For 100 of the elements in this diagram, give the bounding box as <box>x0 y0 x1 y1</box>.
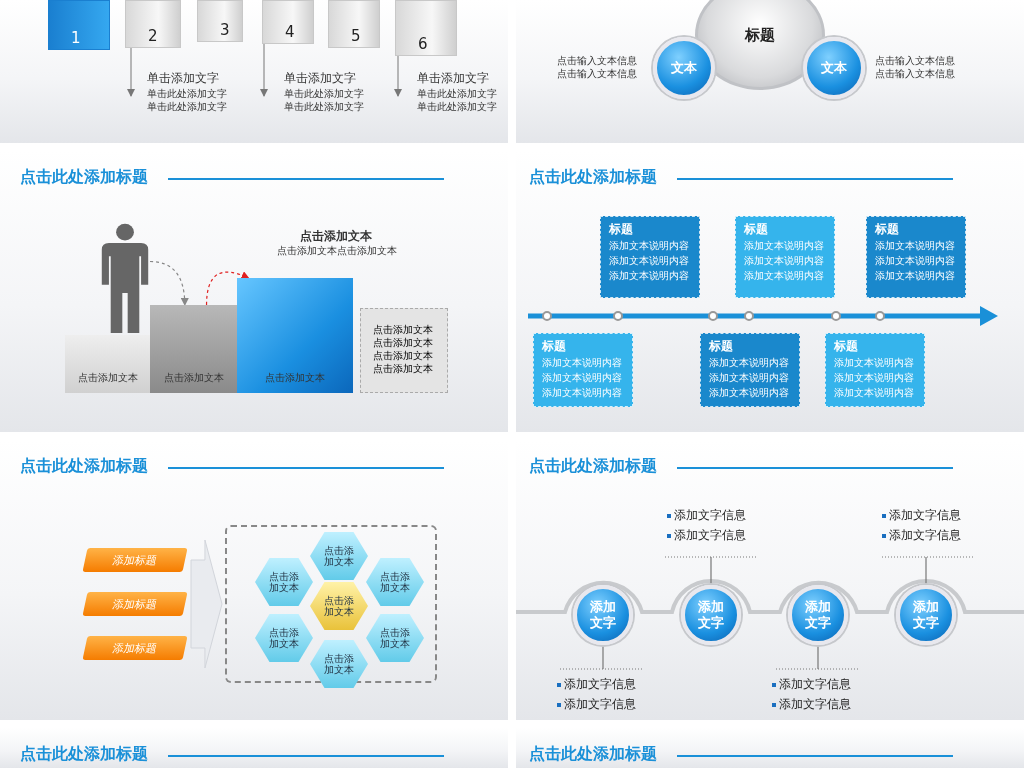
panel-text: 点击添加文本 <box>373 362 434 375</box>
leader-line <box>602 644 604 670</box>
caption-text: 单击此处添加文字 <box>284 101 364 113</box>
text-subheading: 点击添加文本点击添加文本 <box>277 245 397 257</box>
caption-text: 单击此处添加文字 <box>147 101 227 113</box>
card-text: 添加文本说明内容 <box>744 254 825 268</box>
panel-text: 点击添加文本 <box>373 336 434 349</box>
banner-label: 添加标题 <box>111 596 159 612</box>
caption-text: 单击此处添加文字 <box>147 88 227 100</box>
card-text: 添加文本说明内容 <box>834 356 915 370</box>
bullet-text: 添加文字信息 <box>772 696 851 713</box>
banner-label: 添加标题 <box>111 552 159 568</box>
card-text: 添加文本说明内容 <box>709 356 790 370</box>
slide-title: 点击此处添加标题 <box>20 744 148 765</box>
bullet-text: 添加文字信息 <box>882 527 961 544</box>
pointer-arrow <box>394 55 402 97</box>
caption-text: 单击此处添加文字 <box>417 101 497 113</box>
block-arrow <box>190 539 223 669</box>
pointer-arrow <box>260 43 268 97</box>
cube-number: 4 <box>285 23 295 41</box>
cube-block <box>262 0 314 44</box>
leader-line <box>817 644 819 670</box>
card-text: 添加文本说明内容 <box>709 371 790 385</box>
card-text: 添加文本说明内容 <box>609 269 690 283</box>
hexagon-label: 点击添加文本 <box>268 571 300 593</box>
circle-label: 添加文字 <box>912 599 940 631</box>
bullet-text: 添加文字信息 <box>882 507 961 524</box>
info-text: 点击输入文本信息 <box>875 68 955 80</box>
card-heading: 标题 <box>834 338 859 355</box>
circle-title: 标题 <box>745 26 775 45</box>
leader-line <box>710 556 712 586</box>
person-icon <box>100 223 150 333</box>
card-text: 添加文本说明内容 <box>609 239 690 253</box>
card-heading: 标题 <box>744 221 769 238</box>
card-text: 添加文本说明内容 <box>542 356 623 370</box>
hexagon-label: 点击添加文本 <box>323 595 355 617</box>
cube-block <box>48 0 110 50</box>
step-label: 点击添加文本 <box>77 371 138 385</box>
caption-heading: 单击添加文字 <box>147 72 219 84</box>
info-text: 点击输入文本信息 <box>556 55 637 67</box>
arrow <box>149 260 189 306</box>
step-block <box>65 335 150 393</box>
circle-label: 添加文字 <box>589 599 617 631</box>
circle-label: 添加文字 <box>697 599 725 631</box>
info-text: 点击输入文本信息 <box>875 55 955 67</box>
caption-text: 单击此处添加文字 <box>284 88 364 100</box>
card-text: 添加文本说明内容 <box>709 386 790 400</box>
slide-title: 点击此处添加标题 <box>529 744 657 765</box>
hexagon-label: 点击添加文本 <box>379 571 411 593</box>
title-card <box>735 216 835 298</box>
bullet-text: 添加文字信息 <box>667 507 746 524</box>
text-heading: 点击添加文本 <box>300 230 372 242</box>
bullet-text: 添加文字信息 <box>667 527 746 544</box>
banner <box>82 592 188 616</box>
card-heading: 标题 <box>542 338 567 355</box>
leader-line <box>925 556 927 586</box>
card-text: 添加文本说明内容 <box>744 239 825 253</box>
card-text: 添加文本说明内容 <box>875 239 956 253</box>
step-block <box>237 278 353 393</box>
cube-number: 2 <box>148 27 158 45</box>
slide-title: 点击此处添加标题 <box>20 167 148 188</box>
card-heading: 标题 <box>875 221 900 238</box>
card-heading: 标题 <box>609 221 634 238</box>
panel-text: 点击添加文本 <box>373 323 434 336</box>
cube-number: 1 <box>71 29 81 47</box>
title-card <box>533 333 633 407</box>
text-panel <box>360 308 448 393</box>
card-text: 添加文本说明内容 <box>542 371 623 385</box>
step-label: 点击添加文本 <box>265 371 325 385</box>
banner <box>82 636 188 660</box>
caption-text: 单击此处添加文字 <box>417 88 497 100</box>
title-card <box>866 216 966 298</box>
pointer-arrow <box>127 47 135 97</box>
card-text: 添加文本说明内容 <box>609 254 690 268</box>
banner-label: 添加标题 <box>111 640 159 656</box>
card-text: 添加文本说明内容 <box>834 386 915 400</box>
title-card <box>700 333 800 407</box>
card-text: 添加文本说明内容 <box>834 371 915 385</box>
hexagon-label: 点击添加文本 <box>323 653 355 675</box>
slide-title: 点击此处添加标题 <box>20 456 148 477</box>
hexagon-label: 点击添加文本 <box>268 627 300 649</box>
title-card <box>600 216 700 298</box>
caption-heading: 单击添加文字 <box>284 72 356 84</box>
cube-block <box>197 0 243 42</box>
card-text: 添加文本说明内容 <box>744 269 825 283</box>
card-text: 添加文本说明内容 <box>542 386 623 400</box>
circle-label: 添加文字 <box>804 599 832 631</box>
card-text: 添加文本说明内容 <box>875 269 956 283</box>
cube-block <box>395 0 457 56</box>
cube-block <box>328 0 380 48</box>
cube-number: 6 <box>418 35 428 53</box>
slide-title: 点击此处添加标题 <box>529 167 657 188</box>
slide-title: 点击此处添加标题 <box>529 456 657 477</box>
bullet-text: 添加文字信息 <box>557 696 636 713</box>
card-text: 添加文本说明内容 <box>875 254 956 268</box>
bullet-text: 添加文字信息 <box>557 676 636 693</box>
caption-heading: 单击添加文字 <box>417 72 489 84</box>
step-label: 点击添加文本 <box>163 371 224 385</box>
card-heading: 标题 <box>709 338 734 355</box>
circle-label: 文本 <box>671 59 697 77</box>
